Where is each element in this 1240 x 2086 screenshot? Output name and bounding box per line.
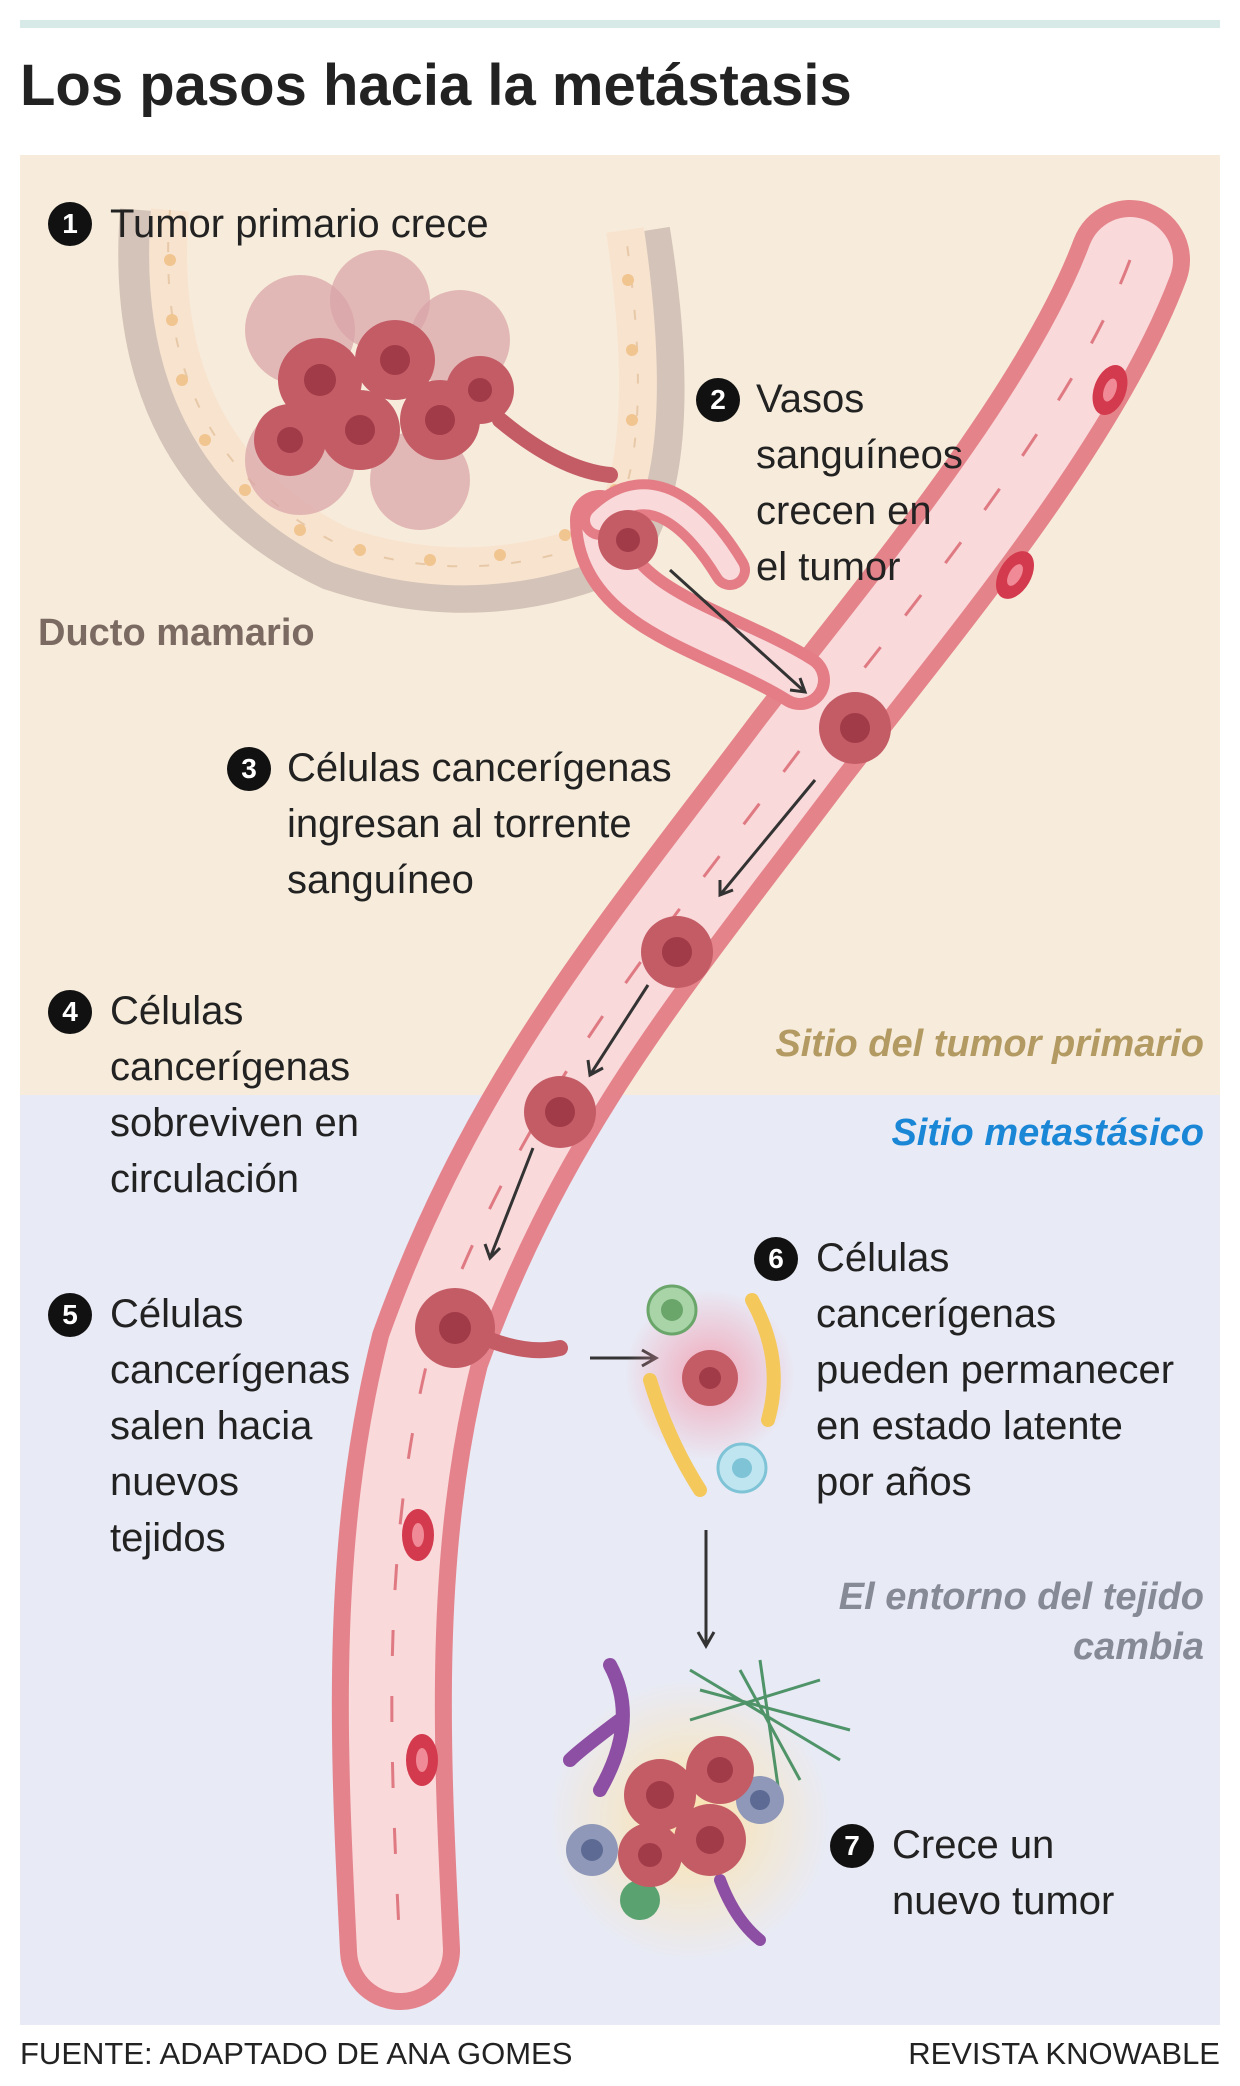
step-number-badge: 5 <box>48 1293 92 1337</box>
new-tumor-illustration <box>550 1658 851 1960</box>
step-3-label: Células cancerígenas ingresan al torrent… <box>287 746 672 902</box>
top-rule <box>20 20 1220 28</box>
page-title: Los pasos hacia la metástasis <box>20 53 852 118</box>
metastatic-site-label: Sitio metastásico <box>891 1112 1204 1154</box>
step-number-badge: 2 <box>696 378 740 422</box>
primary-tumor-cluster <box>245 250 618 530</box>
mammary-duct-illustration <box>118 208 685 613</box>
environment-change-label: El entorno del tejido cambia <box>838 1576 1204 1668</box>
step-7-label: Crece un nuevo tumor <box>892 1823 1115 1923</box>
cancer-cell-icon <box>415 510 891 1368</box>
step-number-badge: 4 <box>48 990 92 1034</box>
step-2-label: Vasos sanguíneos crecen en el tumor <box>756 377 963 589</box>
step-6-label: Células cancerígenas pueden permanecer e… <box>816 1236 1175 1504</box>
step-1-label: Tumor primario crece <box>110 202 489 246</box>
arrow-icon <box>483 568 817 1650</box>
footer-publisher: REVISTA KNOWABLE <box>908 2036 1220 2071</box>
step-number-badge: 6 <box>754 1237 798 1281</box>
step-number-badge: 7 <box>830 1824 874 1868</box>
dormant-niche-illustration <box>625 1284 795 1497</box>
step-4-label: Células cancerígenas sobreviven en circu… <box>110 989 360 1201</box>
primary-site-label: Sitio del tumor primario <box>775 1023 1204 1065</box>
step-5-label: Células cancerígenas salen hacia nuevos … <box>110 1292 351 1560</box>
duct-label: Ducto mamario <box>38 612 315 654</box>
fiber-network-icon <box>689 1659 851 1801</box>
step-number-badge: 3 <box>227 747 271 791</box>
step-number-badge: 1 <box>48 202 92 246</box>
footer-source: FUENTE: ADAPTADO DE ANA GOMES <box>20 2036 573 2071</box>
